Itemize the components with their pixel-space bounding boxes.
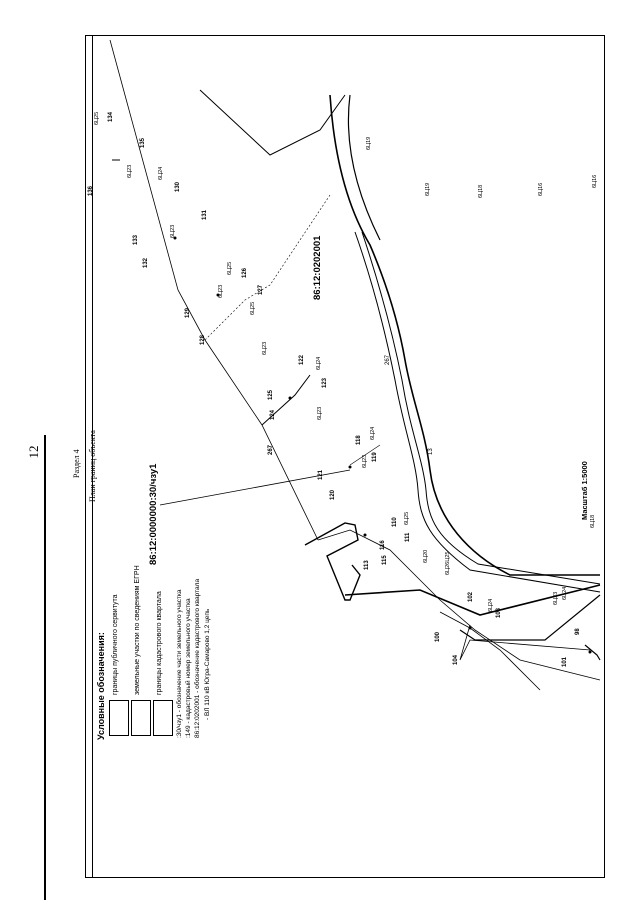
scale-label: Масштаб 1:5000 [580,461,589,520]
pole-label: 6Ц19 [366,136,372,150]
pole-label: 6Ц23 [218,284,224,298]
parcel-100: 100 [435,631,441,642]
parcel-101: 101 [562,656,568,667]
parcel-125: 125 [268,389,274,400]
pole-label: 6Ц18 [478,184,484,198]
parcel-120: 120 [330,489,336,500]
parcel-123: 123 [322,377,328,388]
parcel-top [199,89,346,156]
parcel-127: 127 [258,284,264,295]
map-frame [85,35,605,878]
parcel-130: 130 [175,181,181,192]
parcel-116: 116 [380,540,386,550]
parcel-111: 111 [405,532,411,542]
parcel-267: 267 [268,444,274,455]
parcel-131: 131 [202,209,208,220]
pole-label: 6Ц20 [423,549,429,563]
pole-label: 6Ц24 [488,598,494,612]
powerline-main [109,39,319,541]
parcel-136: 136 [88,185,94,196]
parcel-103: 103 [496,607,502,618]
road-south [344,584,601,616]
pole-label: 6Ц26Ц25 [445,551,451,575]
margin-bar [44,435,46,900]
frame-inner-line [92,35,93,878]
pole-label: 6Ц25 [404,511,410,525]
quarter-label: 86:12:0202001 [312,235,323,300]
road-label-267: 267 [385,354,391,365]
powerline-branch-1 [204,194,331,341]
pole-label: 6Ц23 [127,164,133,178]
road-line-1 [354,231,601,593]
pole-label: 6Ц23 [553,591,559,605]
pole-label: 6Ц16 [592,174,598,188]
powerline-south [317,529,601,681]
parcel-115: 115 [382,555,388,565]
parcel-98: 98 [575,628,581,635]
leader-cadastral [159,469,351,506]
quarter-boundary [329,94,600,576]
pole-label: 6Ц25 [250,301,256,315]
parcel-134: 134 [108,111,114,122]
line-south-3 [459,624,591,661]
parcel-133: 133 [133,234,139,245]
pole-label: 6Ц25 [94,111,100,125]
pole-label: 6Ц19 [425,182,431,196]
road-label-13: 13 [428,448,434,455]
powerline-branch-2 [261,374,311,426]
pole-label: 6Ц25 [227,261,233,275]
parcel-113: 113 [364,560,370,570]
legend-swatch-parcels [131,700,151,736]
pole-label: 6Ц23 [317,406,323,420]
legend-swatch-servitude [109,700,129,736]
parcel-135: 135 [140,137,146,148]
cadastral-part-label: 86:12:0000000:30/чзу1 [148,463,159,565]
pole-label: 6Ц24 [316,356,322,370]
line-south-4 [584,644,601,661]
parcel-104: 104 [453,654,459,665]
pole-label: 6Ц24 [158,166,164,180]
parcel-110: 110 [392,517,398,527]
powerline-branch-3 [349,444,381,466]
parcel-124: 124 [270,409,276,420]
pole-label: 6Ц23 [362,454,368,468]
parcel-126: 126 [242,267,248,278]
road-line-2 [361,231,601,585]
pole-label: 6Ц23 [262,341,268,355]
parcel-121: 121 [318,469,324,480]
pole-label: 6Ц24 [370,426,376,440]
pole-label: 6Ц23 [170,224,176,238]
pole-label: 6Ц24 [562,586,568,600]
servitude-polygon [304,522,361,601]
parcel-128: 128 [200,334,206,345]
line-south [439,611,541,691]
pole-label: 6Ц16 [538,182,544,196]
parcel-132: 132 [143,257,149,268]
parcel-129: 129 [185,307,191,318]
quarter-boundary-2 [347,94,381,241]
parcel-118: 118 [356,435,362,445]
legend-swatch-quarter [153,700,173,736]
pole-label: 6Ц18 [590,514,596,528]
parcel-122: 122 [299,354,305,365]
parcel-119: 119 [372,452,378,462]
parcel-102: 102 [468,591,474,602]
